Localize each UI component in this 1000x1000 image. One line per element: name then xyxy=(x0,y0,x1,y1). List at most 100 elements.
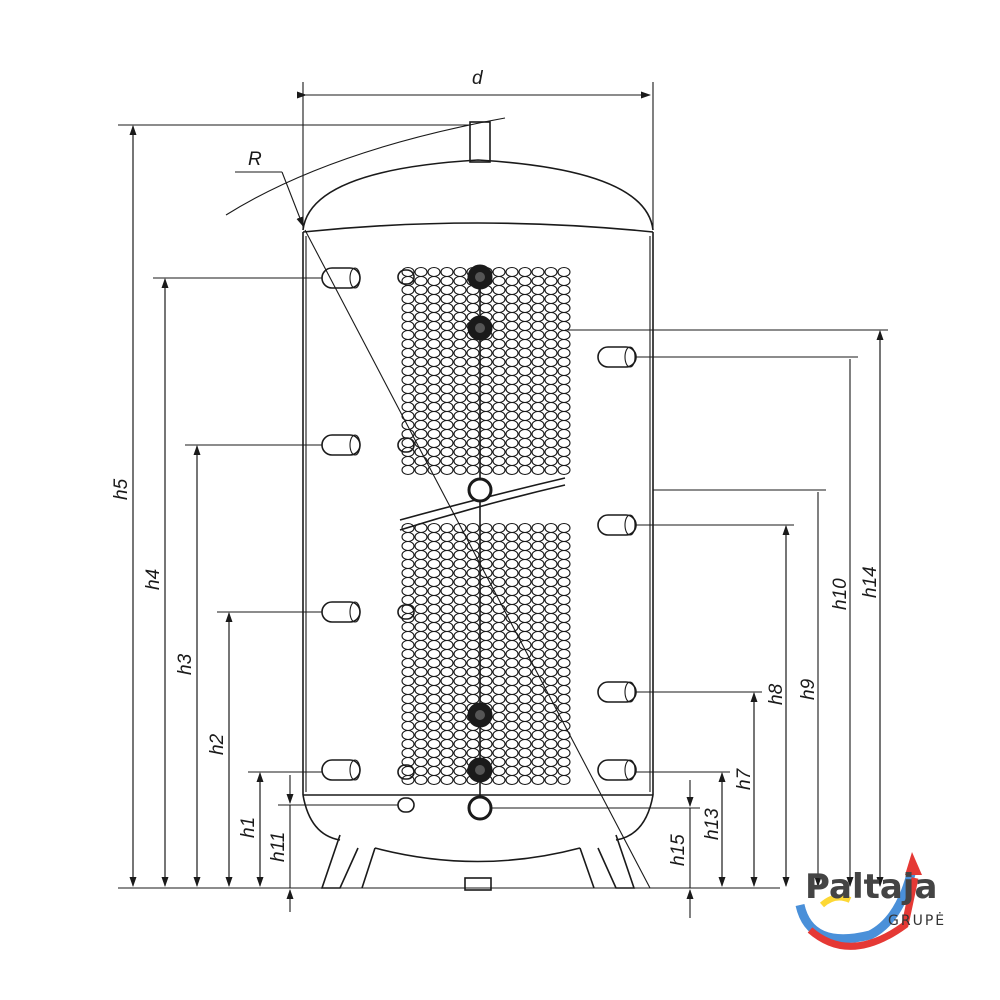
coil-loop xyxy=(544,648,558,660)
coil-loop xyxy=(492,621,506,633)
coil-loop xyxy=(505,374,519,386)
coil-loop xyxy=(440,392,454,404)
coil-connection-inner xyxy=(475,710,485,720)
dimension-label-h9: h9 xyxy=(798,678,819,700)
coil-loop xyxy=(544,302,558,314)
coil-loop xyxy=(557,765,571,777)
coil-loop xyxy=(440,419,454,431)
coil-loop xyxy=(401,666,415,678)
coil-loop xyxy=(466,657,480,669)
coil-loop xyxy=(479,446,493,458)
coil-loop xyxy=(518,293,532,305)
coil-loop xyxy=(505,531,519,543)
coil-loop xyxy=(544,738,558,750)
coil-loop xyxy=(466,374,480,386)
heat-exchanger-coils xyxy=(399,266,571,808)
coil-loop xyxy=(414,630,428,642)
coil-loop xyxy=(544,329,558,341)
coil-loop xyxy=(453,275,467,287)
coil-loop xyxy=(557,549,571,561)
coil-loop xyxy=(505,419,519,431)
coil-loop xyxy=(531,311,545,323)
coil-loop xyxy=(531,284,545,296)
coil-loop xyxy=(492,648,506,660)
coil-loop xyxy=(479,522,493,534)
coil-loop xyxy=(414,347,428,359)
coil-loop xyxy=(531,446,545,458)
coil-loop xyxy=(401,567,415,579)
coil-loop xyxy=(544,374,558,386)
coil-loop xyxy=(531,774,545,786)
coil-loop xyxy=(440,275,454,287)
coil-loop xyxy=(414,464,428,476)
coil-loop xyxy=(518,549,532,561)
coil-loop xyxy=(414,612,428,624)
coil-loop xyxy=(557,455,571,467)
coil-loop xyxy=(414,720,428,732)
coil-loop xyxy=(401,410,415,422)
coil-loop xyxy=(544,293,558,305)
coil-loop xyxy=(492,419,506,431)
coil-loop xyxy=(557,356,571,368)
nozzle-end xyxy=(349,759,361,781)
coil-loop xyxy=(544,621,558,633)
dimension-label-h3: h3 xyxy=(175,653,196,675)
coil-connection-inner xyxy=(475,272,485,282)
dimension-label-r: R xyxy=(248,149,262,170)
nozzle-end xyxy=(349,434,361,456)
coil-loop xyxy=(544,594,558,606)
coil-loop xyxy=(401,549,415,561)
coil-loop xyxy=(492,576,506,588)
coil-loop xyxy=(440,320,454,332)
coil-loop xyxy=(557,594,571,606)
coil-loop xyxy=(531,738,545,750)
coil-loop xyxy=(466,446,480,458)
coil-loop xyxy=(505,603,519,615)
coil-loop xyxy=(427,455,441,467)
coil-loop xyxy=(414,284,428,296)
coil-loop xyxy=(466,522,480,534)
coil-loop xyxy=(531,747,545,759)
coil-loop xyxy=(531,675,545,687)
coil-loop xyxy=(557,675,571,687)
coil-loop xyxy=(557,531,571,543)
coil-loop xyxy=(505,464,519,476)
coil-loop xyxy=(492,540,506,552)
coil-loop xyxy=(505,594,519,606)
coil-loop xyxy=(557,621,571,633)
coil-loop xyxy=(453,410,467,422)
coil-loop xyxy=(466,630,480,642)
coil-loop xyxy=(544,567,558,579)
coil-loop xyxy=(531,437,545,449)
coil-loop xyxy=(505,693,519,705)
coil-loop xyxy=(505,576,519,588)
coil-loop xyxy=(518,657,532,669)
coil-loop xyxy=(518,630,532,642)
coil-loop xyxy=(440,684,454,696)
coil-loop xyxy=(479,392,493,404)
coil-loop xyxy=(453,765,467,777)
sensor-sleeve xyxy=(397,269,415,285)
coil-loop xyxy=(466,576,480,588)
coil-loop xyxy=(466,338,480,350)
coil-loop xyxy=(453,392,467,404)
coil-loop xyxy=(466,594,480,606)
coil-loop xyxy=(401,684,415,696)
coil-loop xyxy=(531,419,545,431)
dimension-label-h15: h15 xyxy=(668,834,689,866)
coil-loop xyxy=(427,392,441,404)
coil-loop xyxy=(414,756,428,768)
coil-loop xyxy=(427,347,441,359)
coil-loop xyxy=(531,603,545,615)
coil-loop xyxy=(479,410,493,422)
coil-loop xyxy=(531,648,545,660)
coil-loop xyxy=(557,558,571,570)
coil-loop xyxy=(453,293,467,305)
coil-loop xyxy=(466,401,480,413)
coil-loop xyxy=(466,612,480,624)
coil-loop xyxy=(440,455,454,467)
coil-loop xyxy=(440,365,454,377)
coil-loop xyxy=(440,657,454,669)
coil-loop xyxy=(557,630,571,642)
dimension-label-h5: h5 xyxy=(111,478,132,500)
